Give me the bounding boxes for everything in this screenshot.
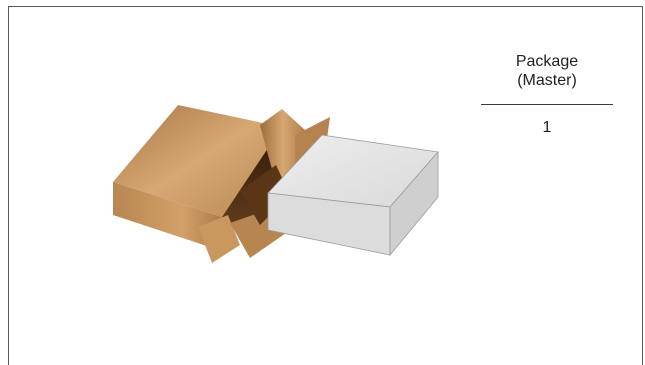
carton-inner-shadow xyxy=(240,165,290,225)
carton-lid xyxy=(113,105,282,217)
carton-front-flap-left xyxy=(198,215,240,263)
package-quantity: 1 xyxy=(542,119,552,136)
header-divider xyxy=(481,104,613,105)
package-master-header: Package (Master) xyxy=(481,52,613,90)
carton-and-box-icon xyxy=(113,105,439,263)
carton-front-face xyxy=(113,182,228,253)
package-header-line1: Package xyxy=(515,53,579,70)
package-header-line2: (Master) xyxy=(517,72,577,89)
package-illustration xyxy=(100,95,445,270)
product-box-side xyxy=(389,150,439,257)
